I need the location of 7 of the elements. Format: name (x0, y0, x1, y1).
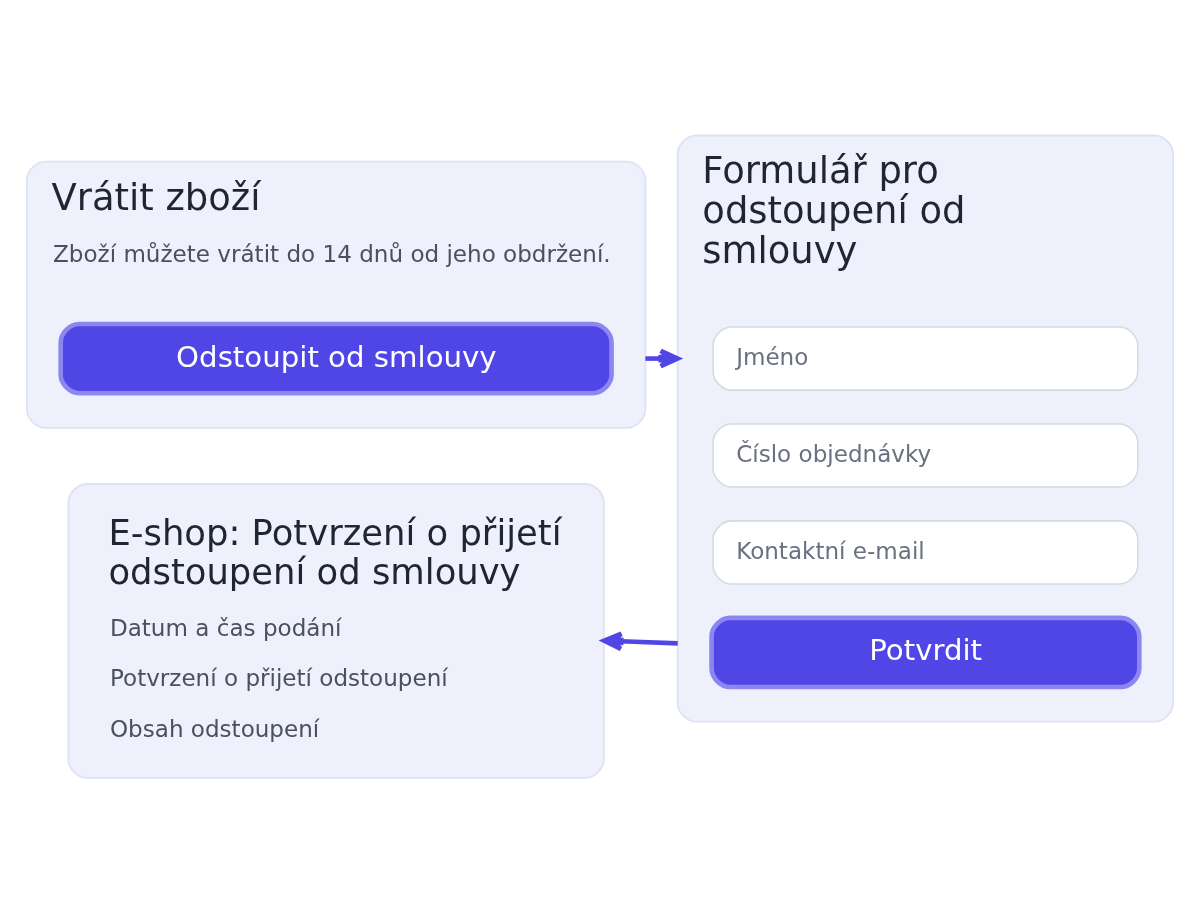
node-box: Jméno (712, 325, 1139, 391)
node-box: Kontaktní e-mail (712, 519, 1139, 585)
node-box: Potvrdit (709, 615, 1142, 689)
node-box: Odstoupit od smlouvy (58, 321, 614, 395)
node-box: Číslo objednávky (712, 422, 1139, 488)
node-box: E-shop: Potvrzení o přijetí odstoupení od smlouvy Datum a čas podání Potvrzení o přijetí odstoupení Obsah odstoupení (67, 482, 605, 779)
arrow (601, 630, 678, 651)
